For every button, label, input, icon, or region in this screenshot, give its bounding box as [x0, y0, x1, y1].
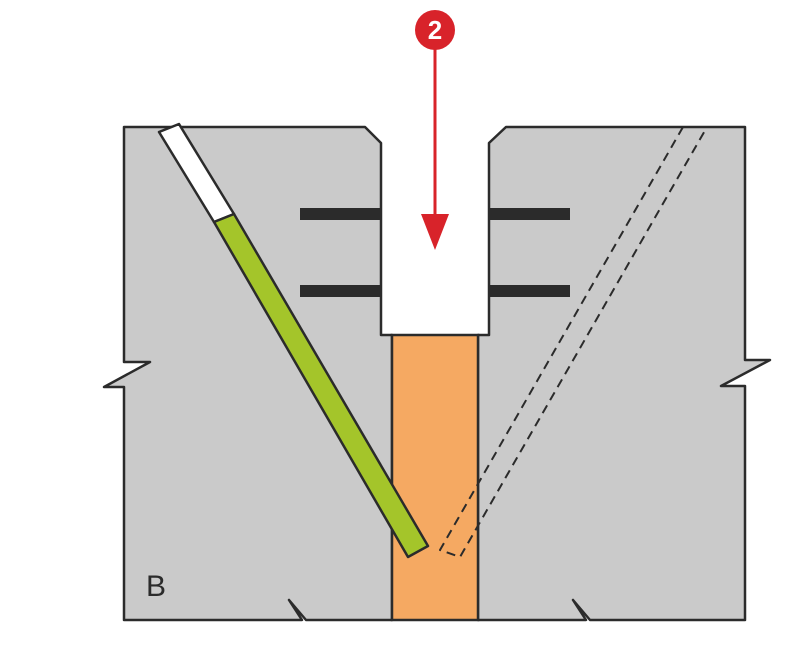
rebar-right-lower: [488, 285, 570, 297]
right-concrete-slab: [476, 125, 772, 622]
rebar-left-upper: [300, 208, 382, 220]
step-badge: [415, 10, 455, 50]
rebar-left-lower: [300, 285, 382, 297]
insert-arrow-head: [421, 214, 449, 250]
step-badge-number: 2: [428, 15, 442, 45]
left-concrete-slab: [102, 125, 394, 622]
hidden-anchor-rod: [439, 126, 708, 558]
panel-label: B: [146, 570, 166, 603]
rebar-right-upper: [488, 208, 570, 220]
anchor-rod: [212, 212, 430, 559]
joint-filler: [390, 333, 480, 622]
